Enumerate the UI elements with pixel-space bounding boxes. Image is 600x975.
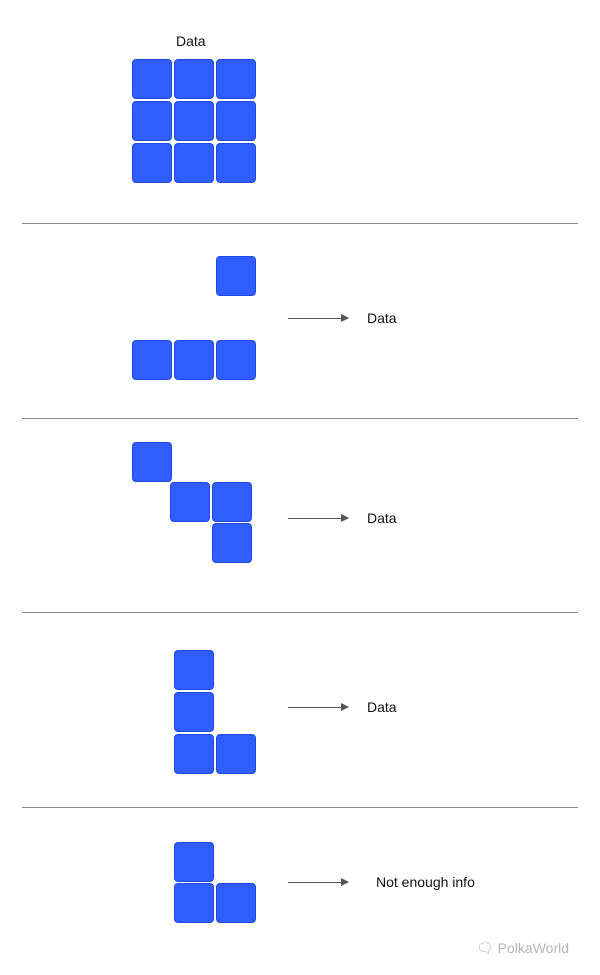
data-block	[216, 143, 256, 183]
data-block	[174, 340, 214, 380]
watermark: 🗨 PolkaWorld	[476, 940, 569, 957]
case-result: Data	[367, 310, 397, 326]
arrow-icon	[288, 703, 349, 711]
data-block	[216, 734, 256, 774]
data-block	[132, 101, 172, 141]
divider	[22, 807, 578, 808]
arrow-icon	[288, 878, 349, 886]
data-block	[216, 883, 256, 923]
data-block	[216, 101, 256, 141]
data-block	[132, 442, 172, 482]
data-block	[174, 842, 214, 882]
data-block	[132, 143, 172, 183]
data-block	[174, 59, 214, 99]
divider	[22, 612, 578, 613]
data-block	[174, 883, 214, 923]
data-block	[170, 482, 210, 522]
data-block	[216, 59, 256, 99]
case-result: Data	[367, 699, 397, 715]
chat-bubble-icon: 🗨	[476, 940, 494, 956]
arrow-icon	[288, 514, 349, 522]
data-block	[174, 692, 214, 732]
data-block	[174, 143, 214, 183]
data-block	[132, 59, 172, 99]
watermark-text: PolkaWorld	[497, 940, 569, 956]
data-block	[174, 734, 214, 774]
data-block	[212, 482, 252, 522]
divider	[22, 418, 578, 419]
divider	[22, 223, 578, 224]
data-block	[174, 101, 214, 141]
data-block	[216, 340, 256, 380]
case-result: Not enough info	[376, 874, 475, 890]
data-block	[174, 650, 214, 690]
arrow-icon	[288, 314, 349, 322]
data-block	[132, 340, 172, 380]
data-block	[212, 523, 252, 563]
case-result: Data	[367, 510, 397, 526]
data-block	[216, 256, 256, 296]
full-data-title: Data	[176, 33, 206, 49]
